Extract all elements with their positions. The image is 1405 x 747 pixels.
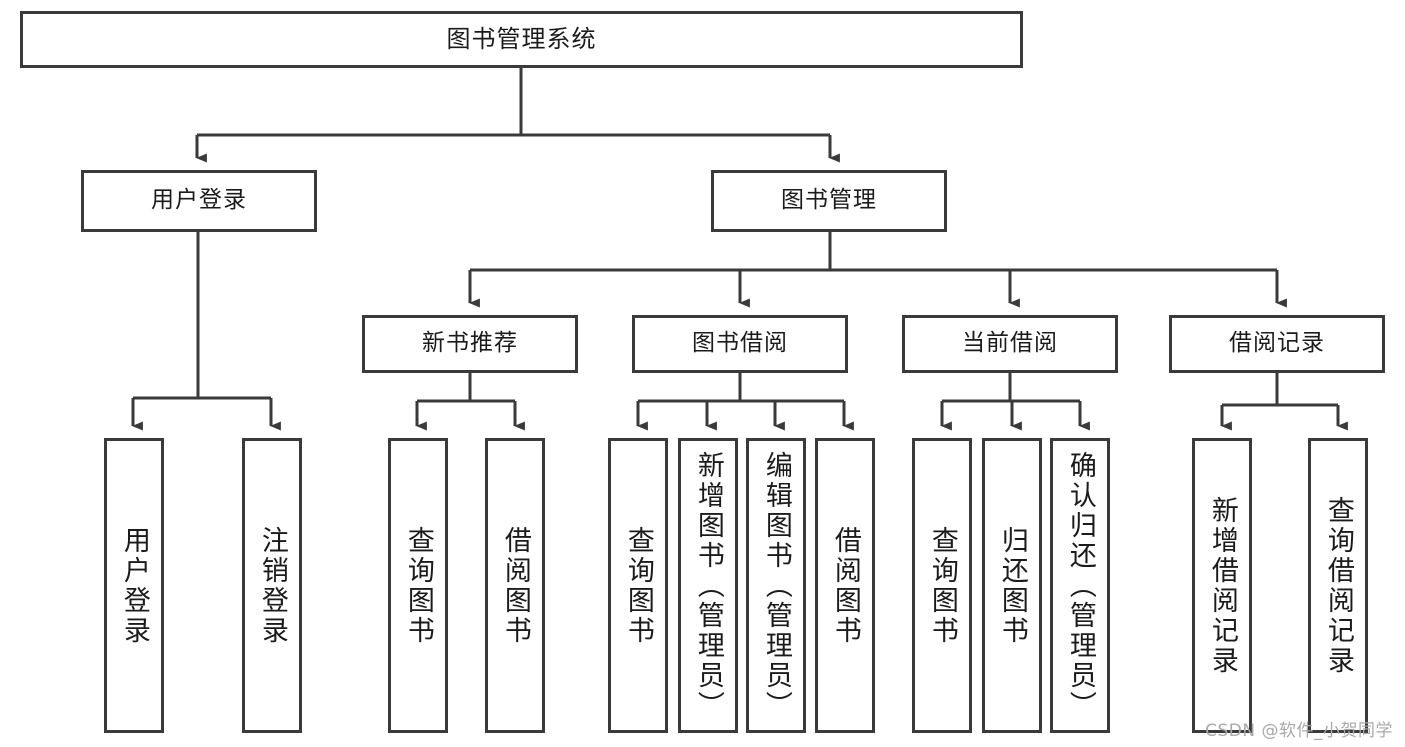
node-label: 注销登录	[256, 525, 288, 646]
node-label: 借阅记录	[1229, 330, 1325, 357]
leaf-add-book-admin[interactable]: 新增图书（管理员）	[678, 438, 738, 733]
node-label: 图书管理	[781, 187, 877, 214]
leaf-confirm-return-admin[interactable]: 确认归还（管理员）	[1050, 438, 1110, 733]
node-label: 查询借阅记录	[1322, 495, 1354, 676]
node-label: 编辑图书（管理员）	[760, 450, 792, 721]
node-label: 借阅图书	[499, 525, 531, 646]
node-label: 图书借阅	[692, 330, 788, 357]
leaf-query-book-borrow[interactable]: 查询图书	[608, 438, 668, 733]
node-label: 归还图书	[996, 525, 1028, 646]
leaf-query-book-current[interactable]: 查询图书	[912, 438, 972, 733]
node-label: 确认归还（管理员）	[1064, 450, 1096, 721]
leaf-query-book-recommend[interactable]: 查询图书	[388, 438, 448, 733]
node-label: 新增借阅记录	[1206, 495, 1238, 676]
node-new-book-recommend[interactable]: 新书推荐	[362, 315, 578, 373]
leaf-user-login[interactable]: 用户登录	[104, 438, 164, 733]
leaf-edit-book-admin[interactable]: 编辑图书（管理员）	[746, 438, 806, 733]
node-label: 图书管理系统	[446, 25, 597, 54]
node-label: 新书推荐	[422, 330, 518, 357]
node-book-borrow[interactable]: 图书借阅	[632, 315, 848, 373]
leaf-logout-login[interactable]: 注销登录	[242, 438, 302, 733]
node-label: 查询图书	[622, 525, 654, 646]
node-user-login[interactable]: 用户登录	[81, 170, 317, 232]
node-label: 当前借阅	[962, 330, 1058, 357]
node-book-management[interactable]: 图书管理	[711, 170, 947, 232]
leaf-add-borrow-record[interactable]: 新增借阅记录	[1192, 438, 1252, 733]
node-current-borrow[interactable]: 当前借阅	[902, 315, 1118, 373]
node-label: 查询图书	[926, 525, 958, 646]
node-label: 用户登录	[118, 525, 150, 646]
watermark-text: CSDN @软件_小贺同学	[1205, 721, 1393, 741]
node-label: 用户登录	[151, 187, 247, 214]
leaf-borrow-book-borrow[interactable]: 借阅图书	[815, 438, 875, 733]
leaf-return-book[interactable]: 归还图书	[982, 438, 1042, 733]
leaf-borrow-book-recommend[interactable]: 借阅图书	[485, 438, 545, 733]
node-label: 新增图书（管理员）	[692, 450, 724, 721]
node-label: 借阅图书	[829, 525, 861, 646]
leaf-query-borrow-record[interactable]: 查询借阅记录	[1308, 438, 1368, 733]
node-borrow-record[interactable]: 借阅记录	[1169, 315, 1385, 373]
node-root-system[interactable]: 图书管理系统	[20, 11, 1023, 68]
node-label: 查询图书	[402, 525, 434, 646]
